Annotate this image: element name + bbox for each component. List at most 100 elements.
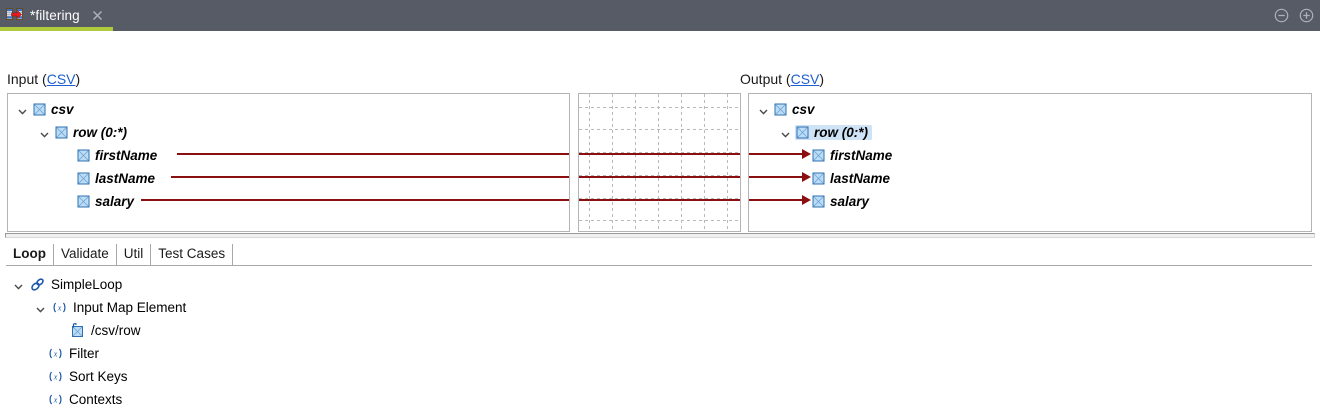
input-format-link[interactable]: CSV: [46, 71, 76, 87]
input-tree-row-salary[interactable]: salary: [77, 191, 134, 211]
window-titlebar: *filtering: [0, 0, 1320, 31]
input-tree-row-row[interactable]: row (0:*): [39, 122, 127, 142]
input-tree-row-csv[interactable]: csv: [17, 99, 74, 119]
loop-tree-row-csv-row[interactable]: /csv/row: [70, 320, 141, 340]
output-header-tail: ): [819, 71, 825, 87]
window-controls: [1274, 0, 1314, 31]
chevron-down-icon[interactable]: [780, 127, 791, 138]
loop-tree-row-simpleloop[interactable]: SimpleLoop: [13, 274, 122, 294]
element-icon: [812, 149, 825, 162]
loop-tree-row-filter[interactable]: x Filter: [48, 343, 99, 363]
panel-splitter[interactable]: [0, 231, 1320, 243]
tabstrip-divider: [6, 265, 1312, 266]
expression-icon: x: [48, 392, 63, 407]
loop-icon: [30, 277, 45, 292]
splitter-bar[interactable]: [5, 233, 1315, 238]
output-panel-header: Output (CSV): [740, 71, 824, 87]
mapping-wire-salary-mid: [579, 199, 740, 201]
chevron-down-icon[interactable]: [39, 127, 50, 138]
input-tree-label: firstName: [95, 147, 158, 163]
element-icon: [77, 195, 90, 208]
expression-icon: x: [48, 346, 63, 361]
loop-properties-panel: Loop Validate Util Test Cases SimpleLoop…: [0, 243, 1320, 413]
active-tab-underline: [0, 27, 113, 31]
mapping-wire-lastname: [171, 176, 569, 178]
tab-test-cases[interactable]: Test Cases: [151, 244, 234, 265]
svg-text:x: x: [53, 349, 58, 358]
chevron-down-icon[interactable]: [35, 302, 46, 313]
loop-tree-row-contexts[interactable]: x Contexts: [48, 389, 122, 409]
loop-tree-label: SimpleLoop: [51, 276, 123, 292]
mapping-wire-salary: [141, 199, 569, 201]
close-icon[interactable]: [90, 8, 105, 23]
output-tree-row-salary[interactable]: salary: [812, 191, 869, 211]
output-tree-label: salary: [830, 193, 870, 209]
element-icon: [812, 195, 825, 208]
input-panel-header: Input (CSV): [7, 71, 80, 87]
output-tree-row-lastname[interactable]: lastName: [812, 168, 890, 188]
maximize-icon[interactable]: [1299, 8, 1314, 23]
element-icon: [796, 126, 809, 139]
chevron-down-icon[interactable]: [17, 104, 28, 115]
mapping-wire-lastname-mid: [579, 176, 740, 178]
input-tree-row-firstname[interactable]: firstName: [77, 145, 157, 165]
element-icon: [812, 172, 825, 185]
mapping-wire-lastname-out: [749, 176, 804, 178]
mapping-wire-salary-out: [749, 199, 804, 201]
tab-loop[interactable]: Loop: [6, 244, 54, 265]
output-tree-label: csv: [792, 101, 815, 117]
loop-tree-label: Contexts: [69, 391, 123, 407]
input-tree-label: row (0:*): [73, 124, 127, 140]
loop-tree-label: Sort Keys: [69, 368, 128, 384]
svg-text:x: x: [53, 372, 58, 381]
mapping-editor-area: Input (CSV) Output (CSV) csv row (0:*): [0, 31, 1320, 259]
element-icon: [774, 103, 787, 116]
chevron-down-icon[interactable]: [13, 279, 24, 290]
mapping-canvas-panel[interactable]: [578, 93, 741, 232]
loop-tree-row-input-map-element[interactable]: x Input Map Element: [35, 297, 186, 317]
element-icon: [77, 172, 90, 185]
output-tree-row-firstname[interactable]: firstName: [812, 145, 892, 165]
element-ref-icon: [70, 322, 85, 338]
editor-tab-filtering[interactable]: *filtering: [0, 0, 113, 31]
input-tree-label: lastName: [95, 170, 156, 186]
loop-tree-label: Filter: [69, 345, 99, 361]
input-structure-panel[interactable]: csv row (0:*) firstName lastName: [7, 93, 570, 232]
element-icon: [77, 149, 90, 162]
input-header-text: Input (: [7, 71, 47, 87]
expression-icon: x: [48, 369, 63, 384]
input-tree-row-lastname[interactable]: lastName: [77, 168, 155, 188]
mapping-arrow-firstname: [802, 149, 811, 159]
chevron-down-icon[interactable]: [758, 104, 769, 115]
loop-tree-label: /csv/row: [91, 322, 141, 338]
mapping-editor-icon: [6, 7, 23, 24]
output-structure-panel[interactable]: csv row (0:*) firstName: [748, 93, 1312, 232]
input-tree-label: csv: [51, 101, 74, 117]
mapping-wire-firstname-out: [749, 153, 804, 155]
output-tree-label: firstName: [830, 147, 893, 163]
input-tree-label: salary: [95, 193, 135, 209]
output-header-text: Output (: [740, 71, 791, 87]
output-tree-row-row[interactable]: row (0:*): [780, 122, 872, 142]
mapping-wire-firstname-mid: [579, 153, 740, 155]
output-tree-label: row (0:*): [814, 124, 868, 140]
output-format-link[interactable]: CSV: [790, 71, 820, 87]
mapping-arrow-salary: [802, 195, 811, 205]
svg-text:x: x: [53, 395, 58, 404]
element-icon: [33, 103, 46, 116]
loop-tree-label: Input Map Element: [73, 299, 187, 315]
element-icon: [55, 126, 68, 139]
bottom-tabstrip: Loop Validate Util Test Cases: [6, 243, 234, 265]
mapping-wire-firstname: [177, 153, 569, 155]
output-tree-row-csv[interactable]: csv: [758, 99, 815, 119]
minimize-icon[interactable]: [1274, 8, 1289, 23]
tab-validate[interactable]: Validate: [54, 244, 117, 265]
mapping-arrow-lastname: [802, 172, 811, 182]
output-tree-row-selection[interactable]: row (0:*): [795, 124, 872, 140]
editor-tab-label: *filtering: [30, 8, 80, 23]
svg-text:x: x: [57, 303, 62, 312]
tab-util[interactable]: Util: [117, 244, 152, 265]
expression-icon: x: [52, 300, 67, 315]
input-header-tail: ): [75, 71, 81, 87]
loop-tree-row-sort-keys[interactable]: x Sort Keys: [48, 366, 128, 386]
